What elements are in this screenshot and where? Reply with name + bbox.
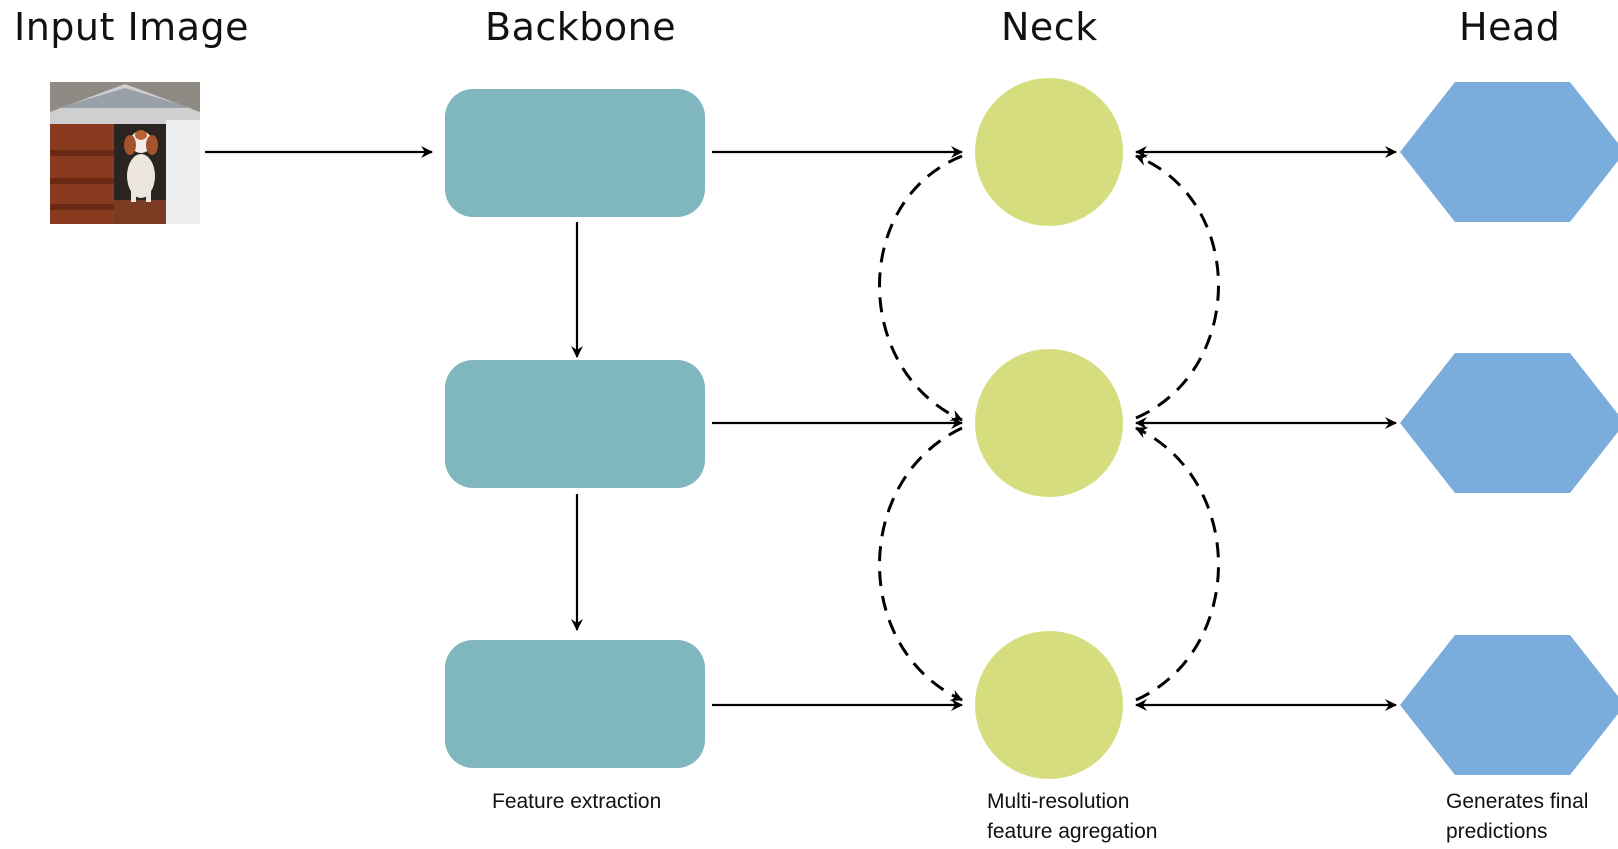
- neck-node-2: [975, 349, 1123, 497]
- head-node-1: [1400, 82, 1618, 222]
- backbone-block-1: [445, 89, 705, 217]
- head-node-3: [1400, 635, 1618, 775]
- head-caption: Generates final predictions: [1446, 787, 1588, 847]
- neck-3-to-2-dashed-arrow: [1136, 428, 1219, 700]
- neck-node-3: [975, 631, 1123, 779]
- backbone-block-3: [445, 640, 705, 768]
- backbone-block-2: [445, 360, 705, 488]
- neck-1-to-2-dashed-arrow: [880, 156, 963, 420]
- input-image: [50, 82, 200, 224]
- neck-caption: Multi-resolution feature agregation: [987, 787, 1157, 847]
- backbone-caption: Feature extraction: [492, 787, 661, 817]
- head-node-2: [1400, 353, 1618, 493]
- neck-node-1: [975, 78, 1123, 226]
- neck-2-to-3-dashed-arrow: [880, 428, 963, 700]
- neck-2-to-1-dashed-arrow: [1136, 156, 1219, 418]
